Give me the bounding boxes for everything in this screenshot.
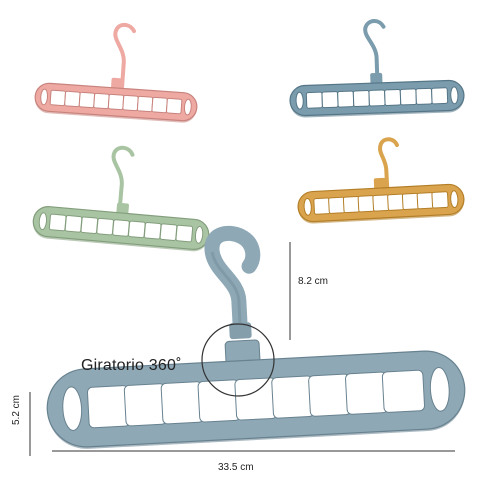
hanger-slot xyxy=(415,87,433,105)
hanger-slot xyxy=(305,91,323,109)
hanger-slot xyxy=(136,95,154,113)
hanger-slot xyxy=(368,89,386,107)
rotation-label: Giratorio 360˚ xyxy=(81,357,182,374)
hanger-slot xyxy=(271,375,315,419)
hanger-slot xyxy=(49,89,66,107)
rotation-highlight-circle xyxy=(201,323,275,397)
hanger-slot xyxy=(401,192,420,211)
hanger-slot xyxy=(308,373,352,417)
hanger-slot xyxy=(80,216,99,235)
hanger-blue-small xyxy=(289,19,465,118)
height-dimension-label: 8.2 cm xyxy=(298,276,329,287)
hanger-slot xyxy=(48,213,67,232)
hanger-green xyxy=(32,145,210,252)
hanger-slot xyxy=(159,223,178,241)
hanger-slot xyxy=(342,195,361,214)
hanger-slot xyxy=(175,224,194,243)
hanger-slot xyxy=(321,91,339,109)
hanger-slot xyxy=(107,93,125,111)
hanger-slot xyxy=(372,194,390,212)
hanger-slot xyxy=(384,88,402,106)
hanger-slot xyxy=(151,96,168,114)
swivel-joint xyxy=(229,322,252,340)
hanger-slot xyxy=(78,91,96,109)
hanger-slot xyxy=(64,215,83,233)
hanger-slot xyxy=(328,196,346,214)
hanger-slot xyxy=(123,383,167,427)
hanger-slot xyxy=(381,369,426,413)
width-dimension-label: 33.5 cm xyxy=(218,462,254,473)
hanger-slot xyxy=(166,97,183,115)
hanger-yellow xyxy=(297,137,465,224)
hanger-slot xyxy=(337,90,355,108)
hanger-blue-large xyxy=(46,225,466,449)
hanger-slot xyxy=(399,88,417,106)
hanger-slot xyxy=(345,371,389,415)
hanger-slot xyxy=(416,192,434,210)
hanger-slot xyxy=(93,92,110,110)
hanger-slot xyxy=(128,220,146,239)
hanger-slot xyxy=(96,217,114,236)
hanger-slot xyxy=(357,195,375,213)
hanger-slot xyxy=(431,191,449,209)
hanger-slot xyxy=(387,193,405,211)
hanger-slot xyxy=(122,94,139,112)
hanger-slot xyxy=(431,87,449,105)
hanger-pink xyxy=(34,22,198,123)
hanger-slot xyxy=(64,90,81,108)
hanger-slot xyxy=(197,379,241,423)
hanger-slot xyxy=(234,377,278,421)
hanger-slot xyxy=(160,381,204,425)
hanger-slot xyxy=(313,197,331,215)
depth-dimension-label: 5.2 cm xyxy=(11,394,22,425)
hanger-slot xyxy=(86,385,131,429)
hanger-slot xyxy=(112,219,130,237)
hanger-slot xyxy=(143,221,162,240)
hanger-slot xyxy=(352,90,370,108)
